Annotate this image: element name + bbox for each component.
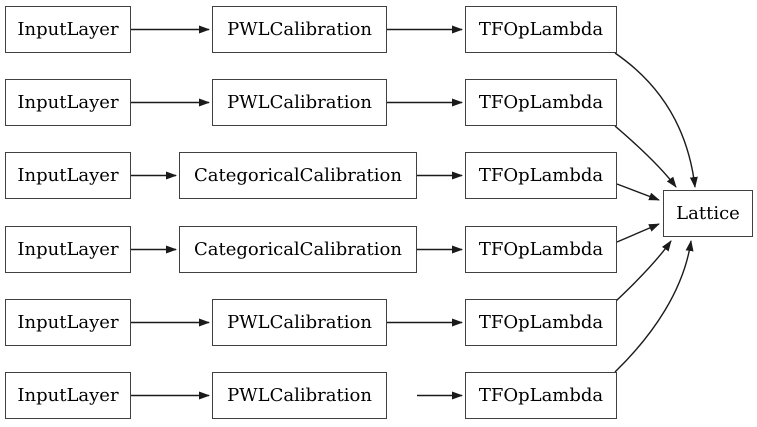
- node-categoricalcalibration-2: CategoricalCalibration: [179, 226, 417, 273]
- node-tfoplambda-6: TFOpLambda: [465, 372, 617, 419]
- node-tfoplambda-1: TFOpLambda: [465, 6, 617, 53]
- node-tfoplambda-5: TFOpLambda: [465, 299, 617, 346]
- edge-lambda-lattice-4: [616, 223, 660, 243]
- node-tfoplambda-4: TFOpLambda: [465, 226, 617, 273]
- node-inputlayer-6: InputLayer: [5, 372, 131, 419]
- node-pwlcalibration-1: PWLCalibration: [212, 6, 387, 53]
- node-inputlayer-2: InputLayer: [5, 79, 131, 126]
- node-categoricalcalibration-1: CategoricalCalibration: [179, 152, 417, 199]
- edge-lambda-lattice-2: [614, 125, 677, 188]
- edge-lambda-lattice-5: [615, 240, 672, 302]
- node-inputlayer-1: InputLayer: [5, 6, 131, 53]
- node-pwlcalibration-4: PWLCalibration: [212, 372, 387, 419]
- node-pwlcalibration-3: PWLCalibration: [212, 299, 387, 346]
- node-inputlayer-3: InputLayer: [5, 152, 131, 199]
- node-lattice: Lattice: [663, 190, 753, 237]
- node-tfoplambda-2: TFOpLambda: [465, 79, 617, 126]
- node-tfoplambda-3: TFOpLambda: [465, 152, 617, 199]
- node-inputlayer-4: InputLayer: [5, 226, 131, 273]
- node-inputlayer-5: InputLayer: [5, 299, 131, 346]
- edge-lambda-lattice-3: [616, 183, 660, 201]
- node-pwlcalibration-2: PWLCalibration: [212, 79, 387, 126]
- edge-lambda-lattice-6: [614, 240, 694, 373]
- edge-lambda-lattice-1: [614, 52, 698, 188]
